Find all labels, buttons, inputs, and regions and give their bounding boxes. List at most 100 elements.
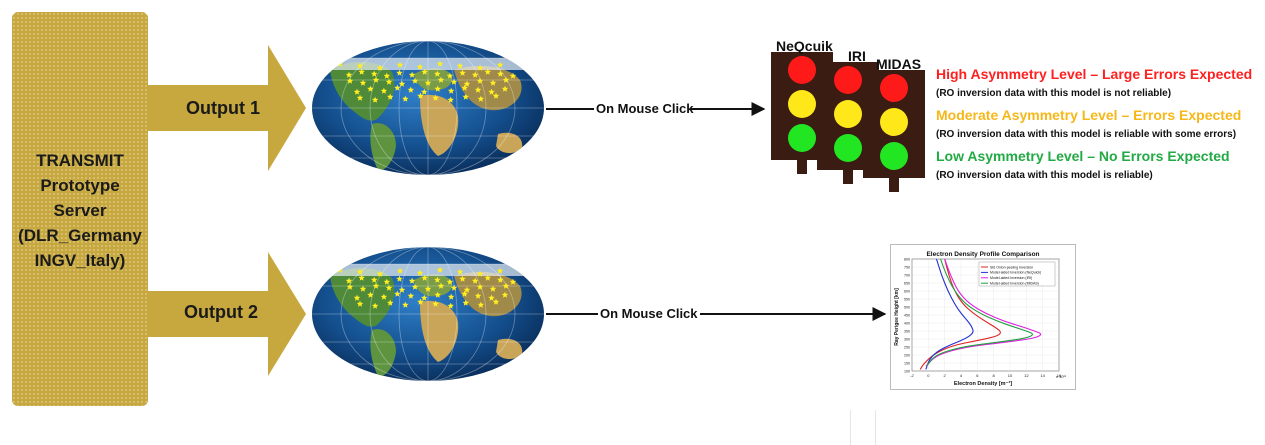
station-star-icon xyxy=(434,70,441,77)
station-star-icon xyxy=(358,68,365,75)
on-mouse-click-label-2[interactable]: On Mouse Click xyxy=(600,306,698,321)
station-star-icon xyxy=(437,76,445,83)
signal-lamp-icon xyxy=(880,74,908,102)
station-star-icon xyxy=(345,277,353,284)
traffic-light-midas[interactable] xyxy=(863,70,925,192)
y-tick-label: 400 xyxy=(904,321,910,325)
station-star-icon xyxy=(462,299,469,306)
station-star-icon xyxy=(421,68,428,75)
series-line xyxy=(925,258,1042,367)
station-star-icon xyxy=(447,87,455,94)
station-star-icon xyxy=(502,76,510,83)
server-line: Prototype xyxy=(40,176,120,195)
station-star-icon xyxy=(387,299,394,306)
station-star-icon xyxy=(380,293,388,300)
signal-lamp-icon xyxy=(880,108,908,136)
level-moderate-note: (RO inversion data with this model is re… xyxy=(936,129,1237,140)
station-star-icon xyxy=(459,69,466,76)
series-line xyxy=(919,258,1001,370)
output-1-arrow xyxy=(148,45,306,171)
station-star-icon xyxy=(477,301,485,308)
signal-lamp-icon xyxy=(788,56,816,84)
station-star-icon xyxy=(359,79,367,86)
station-star-icon xyxy=(371,96,379,103)
station-star-icon xyxy=(424,79,432,86)
station-star-icon xyxy=(359,285,367,292)
station-star-icon xyxy=(446,278,454,285)
station-star-icon xyxy=(474,86,482,93)
station-star-icon xyxy=(497,70,504,77)
station-star-icon xyxy=(447,302,454,309)
station-star-icon xyxy=(496,267,504,274)
output-2-arrow xyxy=(148,252,306,376)
station-star-icon xyxy=(497,276,504,283)
station-star-icon xyxy=(474,292,482,299)
station-star-icon xyxy=(383,72,391,79)
station-star-icon xyxy=(447,293,455,300)
signal-lamp-icon xyxy=(788,124,816,152)
server-box xyxy=(12,12,148,406)
x-tick-label: 2 xyxy=(944,373,947,378)
station-star-icon xyxy=(471,71,479,78)
x-tick-label: 16 xyxy=(1057,373,1062,378)
station-star-icon xyxy=(372,282,380,289)
station-star-icon xyxy=(367,291,374,298)
signal-lamp-icon xyxy=(834,134,862,162)
legend-entry: Model-aided Inversion (IRI) xyxy=(990,276,1032,280)
station-star-icon xyxy=(417,298,424,305)
level-high-title: High Asymmetry Level – Large Errors Expe… xyxy=(936,66,1253,82)
series-line xyxy=(926,258,1033,367)
station-star-icon xyxy=(496,61,504,68)
x-tick-label: -2 xyxy=(910,373,914,378)
level-low-note: (RO inversion data with this model is re… xyxy=(936,170,1153,181)
station-star-icon xyxy=(356,268,364,275)
on-mouse-click-label-1[interactable]: On Mouse Click xyxy=(596,101,694,116)
server-line: TRANSMIT xyxy=(36,151,124,170)
station-star-icon xyxy=(356,62,364,69)
station-star-icon xyxy=(394,84,401,91)
station-star-icon xyxy=(447,96,454,103)
station-star-icon xyxy=(407,292,415,299)
station-star-icon xyxy=(434,291,441,298)
station-star-icon xyxy=(476,270,484,277)
y-tick-label: 200 xyxy=(904,353,910,357)
station-star-icon xyxy=(432,94,439,101)
globe-map-icon[interactable] xyxy=(312,41,544,175)
separator-line xyxy=(850,410,851,445)
x-tick-label: 4 xyxy=(960,373,963,378)
station-star-icon xyxy=(450,284,458,291)
globe-map-icon[interactable] xyxy=(312,247,544,381)
y-tick-label: 700 xyxy=(904,273,910,277)
y-tick-label: 750 xyxy=(904,265,910,269)
station-star-icon xyxy=(488,294,495,301)
station-star-icon xyxy=(436,60,444,67)
station-star-icon xyxy=(462,93,469,100)
station-star-icon xyxy=(477,95,485,102)
output-2-label: Output 2 xyxy=(184,302,258,322)
station-star-icon xyxy=(421,274,428,281)
station-star-icon xyxy=(398,80,406,87)
station-star-icon xyxy=(411,283,419,290)
station-star-icon xyxy=(356,94,364,101)
station-star-icon xyxy=(396,61,404,68)
station-star-icon xyxy=(385,284,393,291)
server-label: TRANSMIT Prototype Server (DLR_Germany I… xyxy=(12,148,148,273)
plot-x-multiplier: x 10¹¹ xyxy=(1056,374,1067,379)
signal-lamp-icon xyxy=(834,66,862,94)
level-high-note: (RO inversion data with this model is no… xyxy=(936,88,1172,99)
level-low-title: Low Asymmetry Level – No Errors Expected xyxy=(936,148,1230,164)
station-star-icon xyxy=(456,62,464,69)
x-tick-label: 6 xyxy=(976,373,979,378)
y-tick-label: 800 xyxy=(904,257,910,261)
y-tick-label: 100 xyxy=(904,369,910,373)
y-tick-label: 300 xyxy=(904,337,910,341)
station-star-icon xyxy=(346,77,354,84)
y-tick-label: 450 xyxy=(904,313,910,317)
station-star-icon xyxy=(387,93,394,100)
station-star-icon xyxy=(509,278,517,285)
series-line xyxy=(925,258,974,370)
y-tick-label: 550 xyxy=(904,297,910,301)
